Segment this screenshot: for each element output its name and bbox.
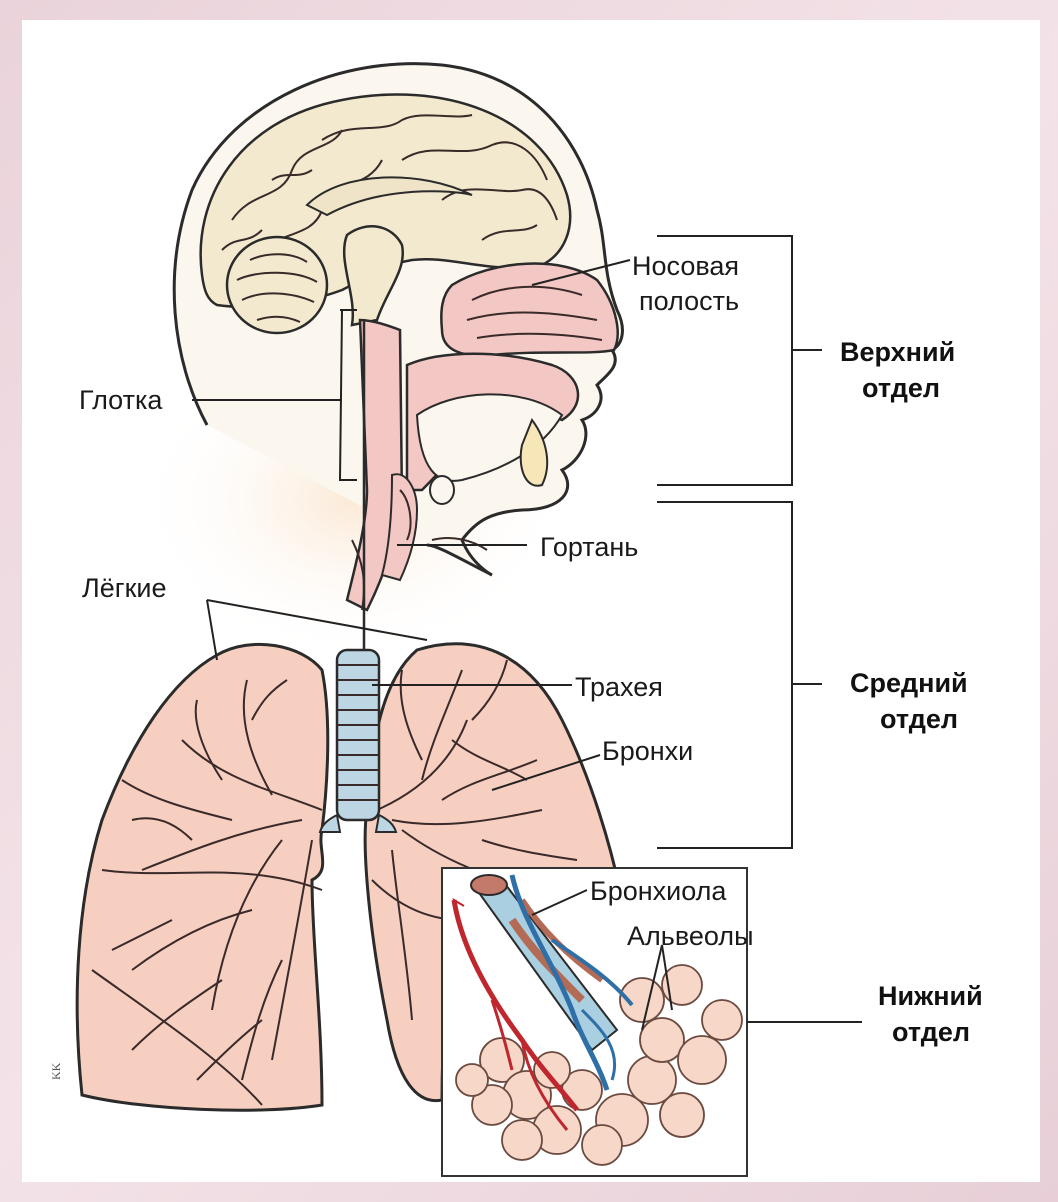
label-lungs: Лёгкие xyxy=(82,573,167,603)
hyoid xyxy=(430,476,454,504)
label-nasal-cavity-1: Носовая xyxy=(632,251,739,281)
label-alveoli: Альвеолы xyxy=(627,921,753,951)
section-middle-2: отдел xyxy=(880,704,958,734)
respiratory-system-diagram: Носовая полость Глотка Гортань Лёгкие Тр… xyxy=(22,20,1040,1182)
label-larynx: Гортань xyxy=(540,532,638,562)
diagram-canvas: Носовая полость Глотка Гортань Лёгкие Тр… xyxy=(22,20,1040,1182)
section-upper-2: отдел xyxy=(862,373,940,403)
section-upper-1: Верхний xyxy=(840,337,955,367)
section-lower-1: Нижний xyxy=(878,981,983,1011)
label-nasal-cavity-2: полость xyxy=(639,286,739,316)
left-lung xyxy=(77,644,328,1110)
cerebellum xyxy=(227,237,327,333)
label-pharynx: Глотка xyxy=(79,385,163,415)
section-lower-2: отдел xyxy=(892,1017,970,1047)
nasal-cavity xyxy=(441,264,617,356)
label-trachea: Трахея xyxy=(575,672,663,702)
artist-signature: KK xyxy=(49,1062,63,1080)
label-bronchi: Бронхи xyxy=(602,736,693,766)
section-middle-1: Средний xyxy=(850,668,968,698)
inset-alveoli xyxy=(442,868,747,1176)
label-bronchiole: Бронхиола xyxy=(590,876,727,906)
